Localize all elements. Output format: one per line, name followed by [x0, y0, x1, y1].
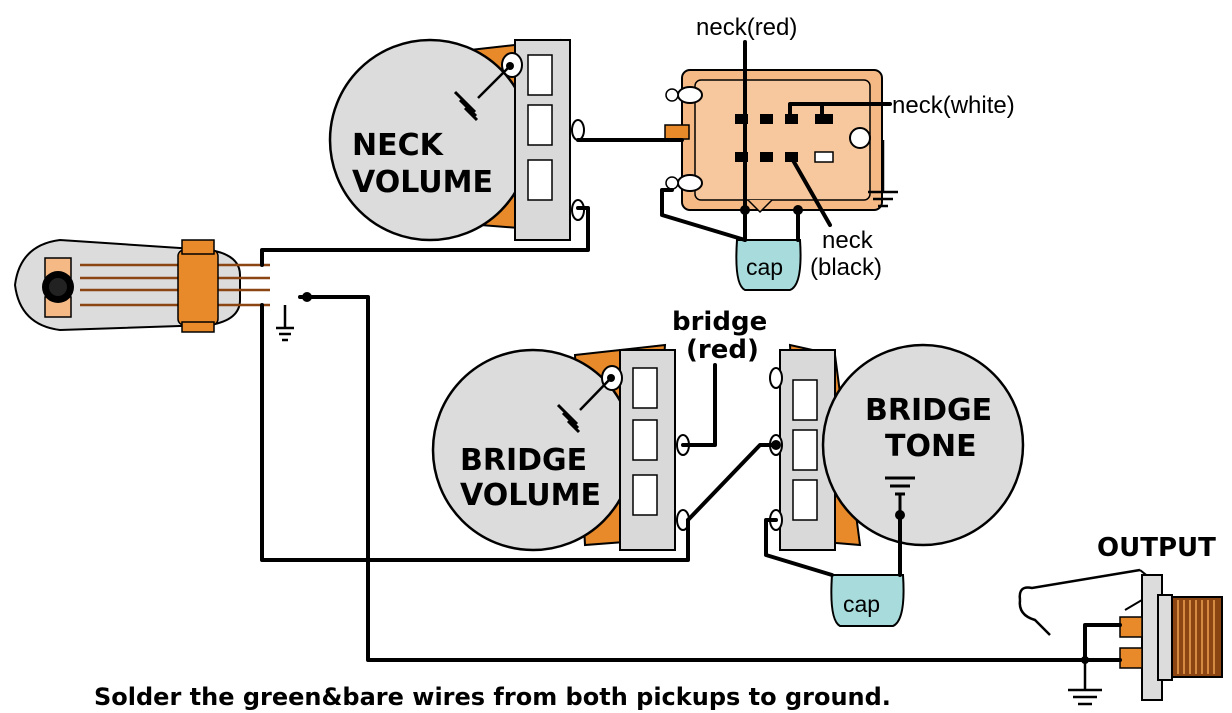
jack-ground-icon [276, 305, 294, 342]
bridge-tone-pot: BRIDGE TONE [769, 343, 1025, 551]
bridge-red-label-line2: (red) [686, 335, 759, 365]
jack-sleeve [177, 249, 219, 326]
bridge-tone-label-line1: BRIDGE [865, 393, 992, 428]
neck-volume-label-line1: NECK [352, 128, 445, 163]
switch-ground-icon [868, 140, 898, 208]
footer-note: Solder the green&bare wires from both pi… [94, 683, 891, 711]
neck-volume-ground-icon [453, 90, 479, 122]
neck-white-label: neck(white) [892, 92, 1015, 119]
cap-bottom: cap [830, 574, 905, 627]
cap-bottom-label: cap [843, 591, 880, 617]
switch-lug-bottom [677, 174, 703, 192]
neck-black-label-line2: (black) [810, 254, 882, 281]
neck-volume-pot: NECK VOLUME [328, 38, 585, 242]
neck-black-label-line1: neck [822, 227, 874, 254]
neck-red-label: neck(red) [696, 14, 797, 41]
switch-lug-top [677, 86, 703, 104]
bridge-red-label-line1: bridge [672, 307, 767, 337]
bridge-volume-ground-icon [556, 403, 581, 434]
pickup-switch [664, 69, 883, 214]
cap-top-label: cap [746, 254, 783, 280]
wires [260, 40, 1122, 664]
neck-volume-label-line2: VOLUME [352, 165, 493, 200]
bridge-volume-label-line1: BRIDGE [460, 443, 587, 478]
output-label: OUTPUT [1097, 533, 1216, 563]
cap-top: cap [735, 239, 802, 291]
left-jack [13, 238, 270, 333]
bridge-volume-pot: BRIDGE VOLUME [431, 343, 690, 552]
bridge-tone-label-line2: TONE [885, 429, 977, 464]
bridge-tone-lug-top [769, 367, 783, 389]
neck-volume-lug-1 [571, 119, 585, 141]
bridge-volume-label-line2: VOLUME [460, 478, 601, 513]
bridge-tone-ground-icon [885, 476, 915, 515]
output-jack: OUTPUT [1018, 533, 1223, 701]
